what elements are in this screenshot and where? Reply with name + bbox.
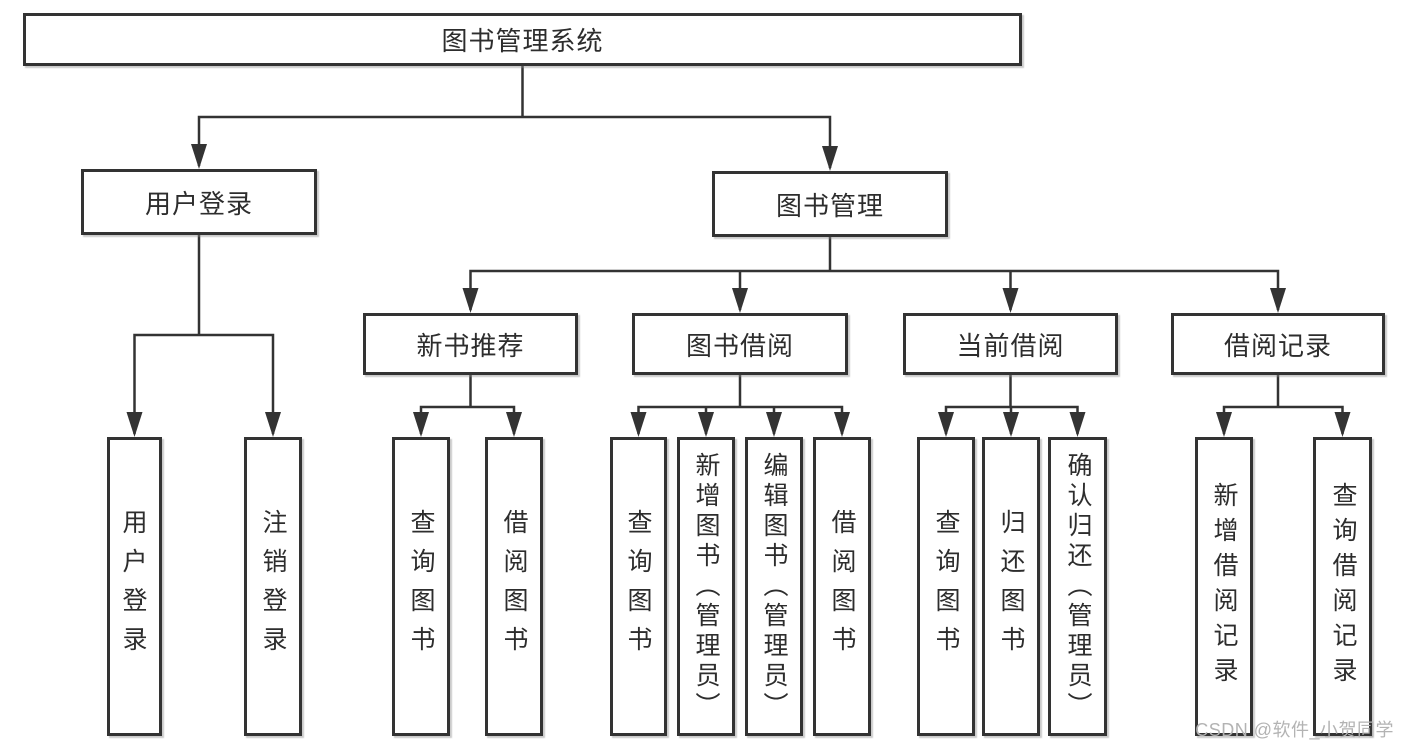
leaf-return-books: 归还图书 [982, 437, 1040, 736]
leaf-user-login: 用户登录 [107, 437, 162, 736]
leaf-logout: 注销登录 [244, 437, 302, 736]
arrowhead-icon [265, 412, 281, 437]
node-book-management: 图书管理 [712, 171, 948, 237]
connector-user-login [133, 235, 275, 434]
connector-book-management [469, 237, 1280, 310]
connector-book-borrowing [637, 375, 844, 434]
arrowhead-icon [126, 412, 143, 437]
leaf-query-books-recommend: 查询图书 [392, 437, 450, 736]
leaf-query-books-borrowing: 查询图书 [610, 437, 667, 736]
leaf-query-borrow-record: 查询借阅记录 [1313, 437, 1372, 736]
arrowheads [126, 144, 1351, 437]
arrowhead-icon [834, 412, 850, 437]
arrowhead-icon [822, 146, 838, 171]
node-system-root: 图书管理系统 [23, 13, 1022, 66]
node-borrowing-records: 借阅记录 [1171, 313, 1385, 375]
arrowhead-icon [506, 412, 522, 437]
node-current-borrowing: 当前借阅 [903, 313, 1118, 375]
arrowhead-icon [1270, 288, 1286, 313]
node-new-book-recommendation: 新书推荐 [363, 313, 578, 375]
node-book-borrowing: 图书借阅 [632, 313, 848, 375]
arrowhead-icon [462, 288, 479, 313]
leaf-query-books-current: 查询图书 [917, 437, 975, 736]
connector-borrowing-records [1222, 375, 1344, 434]
node-user-login: 用户登录 [81, 169, 317, 235]
leaf-add-books-admin: 新增图书（管理员） [677, 437, 735, 736]
arrowhead-icon [1216, 412, 1232, 437]
arrowhead-icon [191, 144, 207, 169]
arrowhead-icon [766, 412, 782, 437]
arrowhead-icon [1002, 288, 1019, 313]
arrowhead-icon [1334, 412, 1351, 437]
arrowhead-icon [413, 412, 429, 437]
arrowhead-icon [1003, 412, 1019, 437]
connector-new-book-recommendation [419, 375, 516, 434]
arrowhead-icon [732, 288, 748, 313]
arrowhead-icon [938, 412, 954, 437]
arrowhead-icon [698, 412, 714, 437]
connector-root [197, 66, 832, 168]
leaf-borrow-books: 借阅图书 [813, 437, 871, 736]
leaf-confirm-return-admin: 确认归还（管理员） [1048, 437, 1107, 736]
leaf-edit-books-admin: 编辑图书（管理员） [745, 437, 803, 736]
csdn-watermark: CSDN @软件_小贺同学 [1195, 720, 1394, 740]
arrowhead-icon [630, 412, 647, 437]
leaf-add-borrow-record: 新增借阅记录 [1195, 437, 1253, 736]
arrowhead-icon [1069, 412, 1086, 437]
leaf-borrow-books-recommend: 借阅图书 [485, 437, 543, 736]
